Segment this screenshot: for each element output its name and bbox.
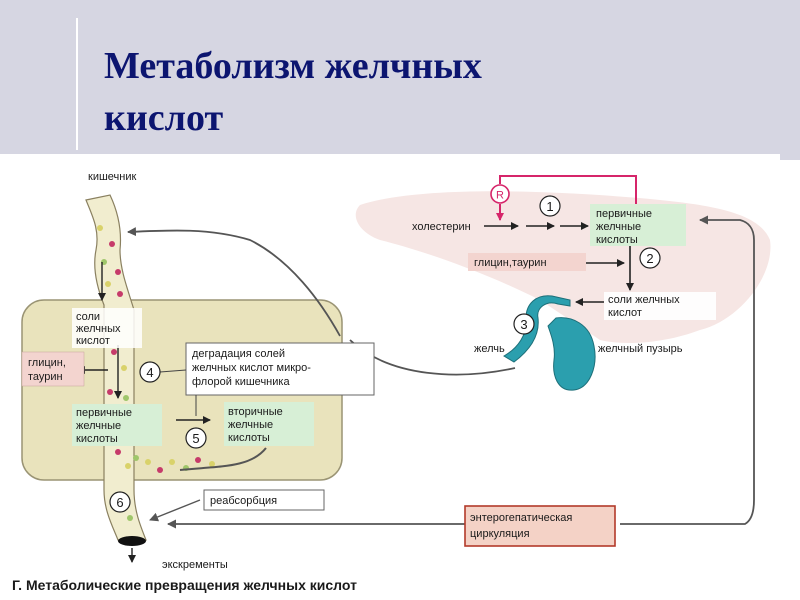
slide-header (0, 0, 800, 160)
degradation-line-2: желчных кислот микро- (192, 362, 311, 374)
glycine-taurine-right-label: глицин,таурин (474, 257, 547, 269)
regulation-arrow (499, 175, 637, 204)
enterohepatic-line-1: энтерогепатическая (470, 512, 572, 524)
gallbladder-label: желчный пузырь (598, 343, 683, 355)
glycine-left-line-1: глицин, (28, 357, 66, 369)
enterohepatic-line-2: циркуляция (470, 528, 530, 540)
tube-end (118, 536, 146, 546)
header-divider (76, 18, 78, 150)
primary-gut-line-3: кислоты (76, 433, 118, 445)
primary-acids-liver-group: первичные желчные кислоты (596, 208, 652, 246)
step-1: 1 (539, 195, 561, 217)
bile-particles (97, 225, 215, 521)
step-6-label: 6 (116, 495, 123, 510)
reabsorption-label: реабсорбция (210, 495, 277, 507)
regulation-marker-label: R (496, 190, 504, 202)
salts-liver-line-2: кислот (608, 307, 642, 319)
figure-caption: Г. Метаболические превращения желчных ки… (12, 577, 357, 593)
step-1-label: 1 (546, 199, 553, 214)
primary-liver-line-3: кислоты (596, 234, 638, 246)
enterohepatic-loop (620, 215, 755, 525)
degradation-line-1: деградация солей (192, 348, 285, 360)
primary-liver-line-2: желчные (596, 221, 641, 233)
secondary-line-3: кислоты (228, 432, 270, 444)
salts-line-3: кислот (76, 335, 110, 347)
primary-acids-gut-group: первичные желчные кислоты (76, 407, 132, 445)
primary-gut-line-1: первичные (76, 407, 132, 419)
primary-gut-line-2: желчные (76, 420, 121, 432)
regulation-marker (490, 184, 510, 204)
step-3-label: 3 (520, 317, 527, 332)
title-line-2: кислот (104, 97, 224, 139)
step-2: 2 (639, 247, 661, 269)
intestine-tube (85, 194, 147, 541)
step-2-label: 2 (646, 251, 653, 266)
step-4: 4 (139, 361, 161, 383)
return-arrow-to-liver (127, 227, 341, 337)
enterohepatic-label-group: энтерогепатическая циркуляция (470, 512, 572, 540)
step-3: 3 (513, 313, 535, 335)
glycine-taurine-left-group: глицин, таурин (28, 357, 66, 383)
glycine-left-line-2: таурин (28, 371, 63, 383)
step-4-label: 4 (146, 365, 153, 380)
step-5-label: 5 (192, 431, 199, 446)
step-5: 5 (185, 427, 207, 449)
step-6: 6 (109, 491, 131, 513)
bile-label: желчь (474, 343, 505, 355)
page-title: Метаболизм желчных кислот (104, 40, 724, 144)
degradation-label-group: деградация солей желчных кислот микро- ф… (192, 348, 311, 388)
gallbladder-shape (547, 317, 596, 391)
intestine-label: кишечник (88, 171, 136, 183)
excrement-label: экскременты (162, 559, 228, 571)
header-separator (0, 154, 780, 164)
title-line-1: Метаболизм желчных (104, 45, 482, 87)
salts-label-group: соли желчных кислот (76, 311, 121, 347)
secondary-acids-group: вторичные желчные кислоты (228, 406, 283, 444)
degradation-line-3: флорой кишечника (192, 376, 290, 388)
salts-liver-line-1: соли желчных (608, 294, 680, 306)
salts-line-1: соли (76, 311, 100, 323)
secondary-line-1: вторичные (228, 406, 283, 418)
salts-liver-group: соли желчных кислот (608, 294, 680, 319)
salts-line-2: желчных (76, 323, 121, 335)
secondary-line-2: желчные (228, 419, 273, 431)
cholesterol-label: холестерин (412, 221, 471, 233)
primary-liver-line-1: первичные (596, 208, 652, 220)
